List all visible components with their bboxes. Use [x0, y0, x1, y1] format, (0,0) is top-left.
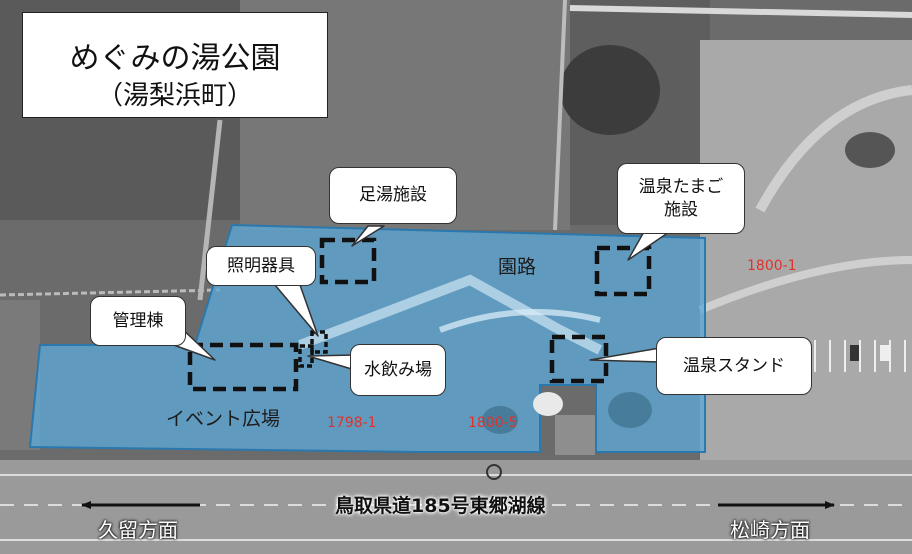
map-subtitle: （湯梨浜町）	[96, 81, 253, 111]
hot-spring-stand-marker	[549, 334, 609, 384]
onsen-egg-label-line2: 施設	[664, 199, 698, 220]
hot-spring-stand-callout: 温泉スタンド	[656, 337, 812, 395]
lot-number-1800-5: 1800-5	[468, 415, 518, 431]
lighting-callout: 照明器具	[206, 246, 316, 286]
right-direction-label: 松崎方面	[730, 518, 810, 542]
lighting-marker	[310, 330, 328, 354]
tree-cluster	[845, 132, 895, 168]
curved-path-right	[698, 256, 912, 314]
path-label: 園路	[498, 256, 537, 278]
callout-tail	[351, 225, 385, 247]
lighting-label: 照明器具	[227, 255, 295, 276]
building-strip	[555, 415, 595, 455]
tree	[482, 406, 518, 434]
manhole-marker	[486, 464, 502, 480]
title-box: めぐみの湯公園 （湯梨浜町）	[22, 12, 328, 118]
water-fountain-label: 水飲み場	[364, 359, 432, 380]
park-walkway	[298, 274, 603, 355]
parking-lot-markings	[814, 340, 906, 372]
left-direction-label: 久留方面	[98, 518, 178, 542]
management-label: 管理棟	[112, 310, 164, 331]
hot-spring-stand-label: 温泉スタンド	[683, 355, 785, 376]
tree	[608, 392, 652, 428]
onsen-egg-callout: 温泉たまご 施設	[617, 163, 745, 234]
tank-structure	[533, 392, 563, 416]
onsen-egg-marker	[594, 245, 652, 297]
park-walkway	[438, 309, 601, 333]
fence-line	[0, 288, 221, 297]
foot-bath-marker	[319, 237, 377, 285]
tree-cluster	[560, 45, 660, 135]
map-title: めぐみの湯公園	[69, 41, 281, 76]
foot-bath-callout: 足湯施設	[329, 167, 457, 224]
farm-road	[553, 0, 567, 231]
lot-number-1798-1: 1798-1	[327, 415, 377, 431]
water-fountain-callout: 水飲み場	[350, 344, 446, 396]
road-name-label: 鳥取県道185号東郷湖線	[335, 495, 546, 517]
curved-path-right	[755, 85, 912, 213]
event-plaza-label: イベント広場	[166, 408, 281, 430]
park-area	[28, 223, 706, 453]
parking-area-right	[700, 40, 912, 460]
farm-road	[197, 119, 223, 301]
management-building-marker	[187, 342, 299, 392]
parked-car	[850, 345, 859, 361]
management-callout: 管理棟	[90, 296, 186, 346]
foot-bath-label: 足湯施設	[359, 185, 427, 206]
lot-number-1800-1: 1800-1	[747, 258, 797, 274]
parked-car	[880, 345, 889, 361]
canal-top	[569, 5, 912, 18]
onsen-egg-label-line1: 温泉たまご	[638, 177, 724, 198]
